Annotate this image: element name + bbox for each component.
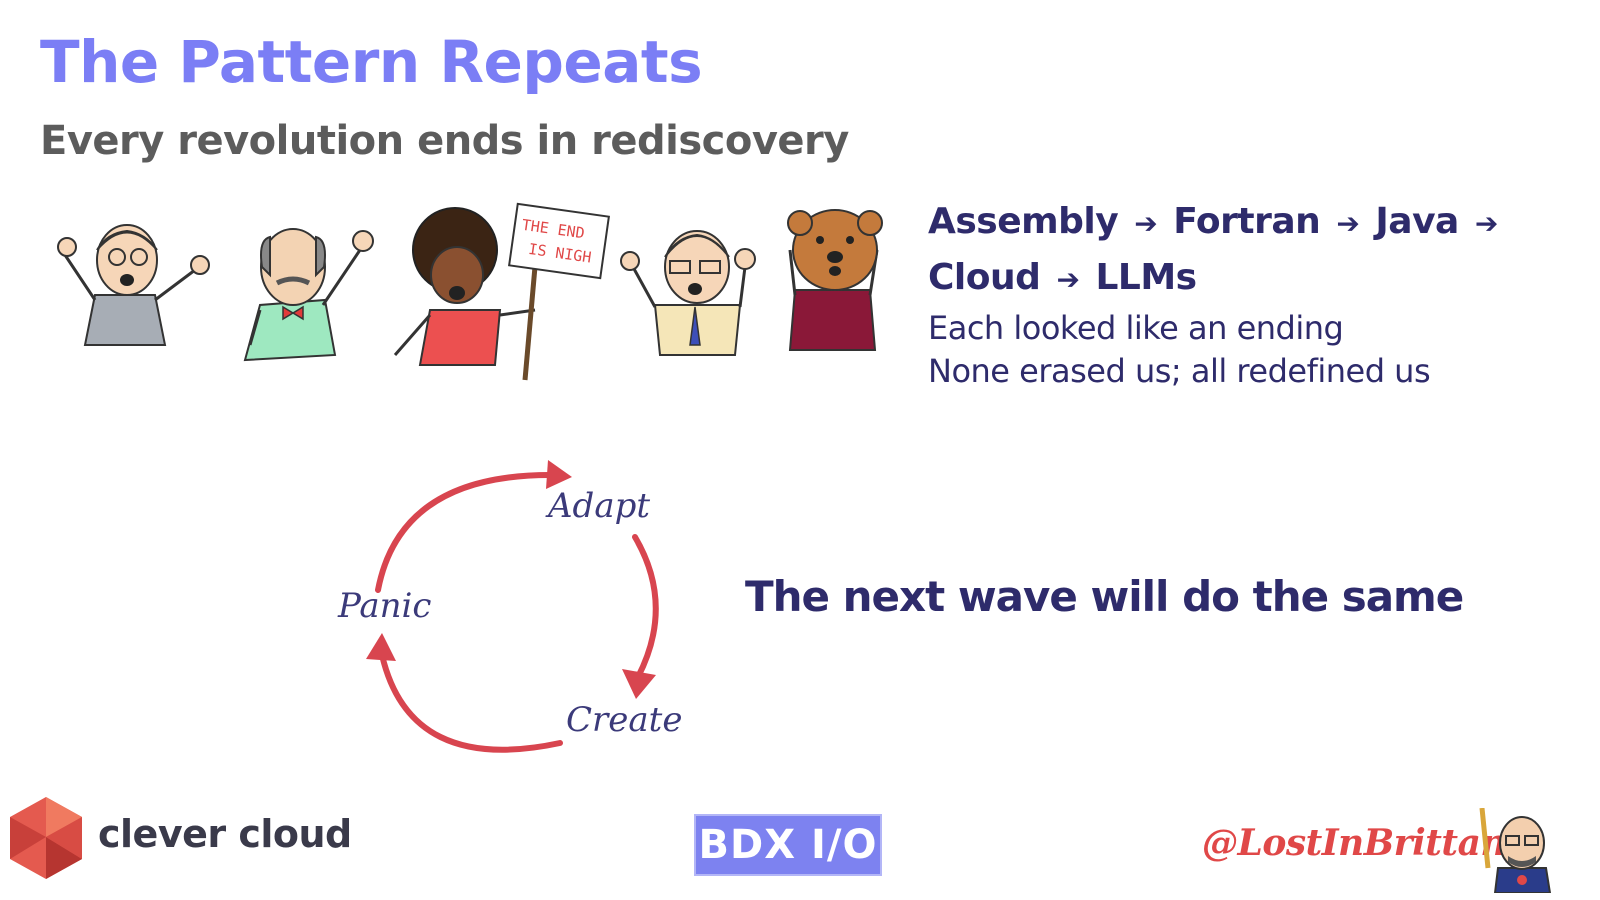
cycle-svg: Adapt Create Panic [337, 460, 682, 753]
lineage-item: Fortran [1173, 201, 1321, 242]
cycle-arc-adapt-to-create [632, 534, 659, 680]
author-handle: @LostInBrittany [1202, 822, 1527, 864]
lineage-item: Java [1375, 201, 1459, 242]
slide-subtitle: Every revolution ends in rediscovery [40, 118, 849, 164]
footer-brand: clever cloud [98, 812, 352, 856]
lineage-item: Assembly [928, 201, 1119, 242]
lineage-line2: Cloud ➔ LLMs [928, 251, 1568, 307]
characters-svg: THE END IS NIGH [57, 202, 883, 381]
arrow-head-create-icon [622, 669, 656, 699]
cycle-arc-panic-to-adapt [375, 472, 553, 593]
arrow-icon: ➔ [1336, 207, 1360, 240]
note-line: None erased us; all redefined us [928, 352, 1431, 390]
clever-cloud-logo-icon [6, 795, 86, 880]
cycle-stage-create: Create [566, 700, 682, 740]
character-bald-green-shirt [243, 228, 374, 362]
lineage-line1: Assembly ➔ Fortran ➔ Java ➔ [928, 195, 1568, 251]
arrow-icon: ➔ [1474, 207, 1498, 240]
lineage-panel: Assembly ➔ Fortran ➔ Java ➔ Cloud ➔ LLMs… [928, 195, 1568, 393]
lineage-item: Cloud [928, 257, 1041, 298]
character-glasses-grey-shirt [57, 224, 210, 346]
cycle-stage-panic: Panic [337, 586, 431, 626]
arrow-head-adapt-icon [546, 460, 572, 489]
arrow-head-panic-icon [366, 633, 396, 661]
conclusion-text: The next wave will do the same [745, 572, 1464, 621]
arrow-icon: ➔ [1134, 207, 1158, 240]
cycle-diagram: Adapt Create Panic [320, 455, 700, 775]
lineage-item: LLMs [1095, 257, 1197, 298]
character-curly-hair-sign: THE END IS NIGH [393, 202, 610, 381]
cycle-arc-create-to-panic [379, 652, 563, 753]
slide-title: The Pattern Repeats [40, 28, 703, 96]
character-blond-tie [620, 230, 756, 356]
cycle-stage-adapt: Adapt [545, 486, 650, 526]
author-avatar-icon [1470, 800, 1560, 894]
arrow-icon: ➔ [1056, 263, 1080, 296]
character-bear [787, 209, 883, 351]
event-logo: BDX I/O [694, 814, 882, 876]
characters-illustration: THE END IS NIGH [55, 195, 905, 390]
note-line: Each looked like an ending [928, 309, 1344, 347]
